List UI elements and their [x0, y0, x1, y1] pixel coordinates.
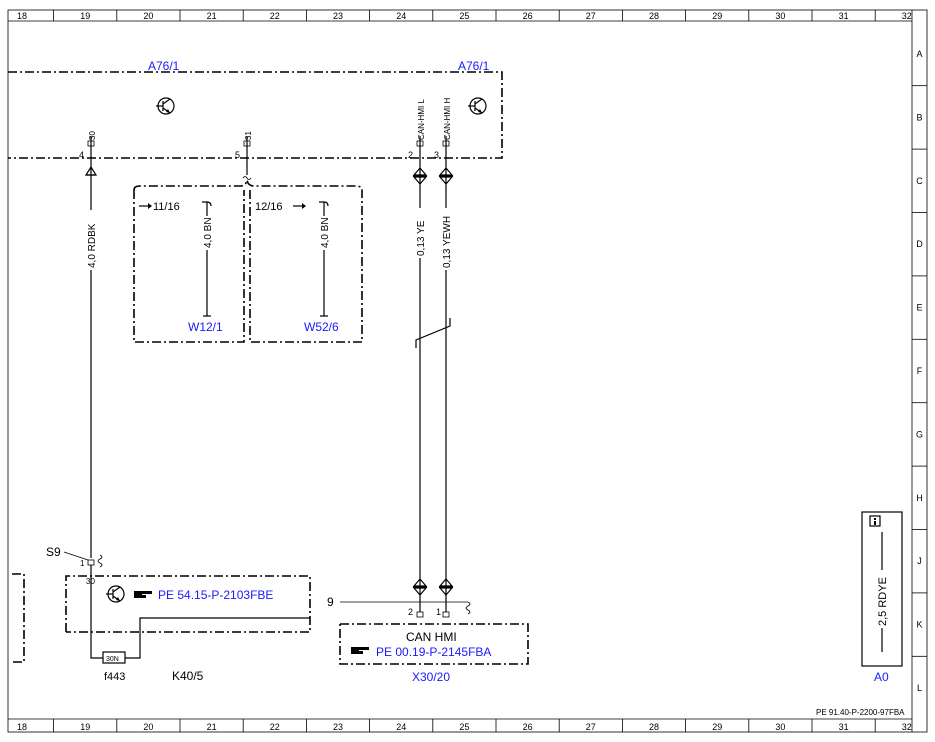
grid-column-label: 25	[459, 722, 469, 732]
pin-5-number: 5	[235, 150, 240, 160]
grid-row-label: F	[917, 366, 923, 376]
w12-1-label[interactable]: W12/1	[188, 320, 223, 334]
transistor-icon	[106, 585, 125, 603]
document-id: PE 91.40-P-2200-97FBA	[816, 708, 905, 717]
grid-row-label: D	[916, 239, 923, 249]
grid-column-label: 31	[839, 722, 849, 732]
grid-column-label: 32	[902, 722, 912, 732]
x30-pin-1: 1	[436, 607, 441, 617]
wire-bn-1-label: 4,0 BN	[203, 217, 214, 248]
x30-20-label[interactable]: X30/20	[412, 670, 450, 684]
pin-1-number: 1	[80, 559, 85, 568]
ref-12-16[interactable]: 12/16	[255, 201, 283, 213]
grid-row-label: E	[916, 303, 922, 313]
grid-column-label: 29	[712, 722, 722, 732]
grid-column-label: 21	[207, 11, 217, 21]
grid-column-label: 24	[396, 722, 406, 732]
s9-label: S9	[46, 545, 61, 559]
sheet-frame	[7, 9, 928, 733]
a0-block: 2,5 RDYE A0	[861, 511, 903, 684]
grid-column-label: 19	[80, 11, 90, 21]
pin-3-number: 3	[434, 150, 439, 160]
a76-1-right-label[interactable]: A76/1	[458, 59, 490, 73]
wire-rdbk: 4,0 RDBK	[84, 146, 98, 558]
grid-row-label: A	[916, 49, 922, 59]
grid-column-label: 25	[459, 11, 469, 21]
grid-column-label: 31	[839, 11, 849, 21]
wire-rdbk-label: 4,0 RDBK	[87, 223, 98, 268]
grid-column-label: 27	[586, 11, 596, 21]
a0-label[interactable]: A0	[874, 670, 889, 684]
ref-pe-54-15[interactable]: PE 54.15-P-2103FBE	[158, 588, 273, 602]
pin-can-hmi-h-label: CAN-HMI H	[443, 98, 452, 140]
x30-pin-2: 2	[408, 607, 413, 617]
grid-row-label: H	[916, 493, 923, 503]
x30-20-block: 9 2 1 CAN HMI PE 00.19-P-2145FBA X30/20	[327, 595, 529, 684]
pointing-hand-icon	[134, 591, 152, 598]
pin-2-number: 2	[408, 150, 413, 160]
grid-column-label: 28	[649, 11, 659, 21]
grid-column-label: 20	[143, 11, 153, 21]
pin-4-number: 4	[79, 150, 84, 160]
k40-5-block: S9 1 30 PE 54.15-P-2103FBE 30N f443 K40/…	[12, 545, 311, 683]
pin-31-label: 31	[244, 131, 253, 140]
grid-column-label: 30	[775, 11, 785, 21]
grid-column-label: 22	[270, 722, 280, 732]
wire-ye-label: 0,13 YE	[416, 220, 427, 256]
ref-pe-00-19[interactable]: PE 00.19-P-2145FBA	[376, 645, 491, 659]
grid-row-label: J	[917, 556, 922, 566]
ref-11-16[interactable]: 11/16	[153, 201, 180, 213]
grid-row-label: K	[916, 620, 922, 630]
wire-yewh-label: 0,13 YEWH	[442, 216, 453, 268]
grid-column-label: 26	[523, 11, 533, 21]
wire-bn-2-label: 4,0 BN	[320, 217, 331, 248]
grid-column-label: 22	[270, 11, 280, 21]
grid-column-label: 21	[207, 722, 217, 732]
k40-5-label[interactable]: K40/5	[172, 669, 204, 683]
grid-column-label: 19	[80, 722, 90, 732]
arrow-right-icon	[139, 203, 152, 209]
transistor-icon	[156, 97, 175, 115]
w52-6-label[interactable]: W52/6	[304, 320, 339, 334]
pointing-hand-icon	[351, 647, 369, 654]
grid-column-label: 23	[333, 722, 343, 732]
pin-can-hmi-l-label: CAN-HMI L	[417, 99, 426, 140]
pin-30-label: 30	[88, 131, 97, 140]
grid-column-label: 23	[333, 11, 343, 21]
grid-column-label: 27	[586, 722, 596, 732]
grid-column-label: 30	[775, 722, 785, 732]
grid-row-label: L	[917, 683, 922, 693]
info-icon	[869, 515, 881, 527]
grid-column-label: 28	[649, 722, 659, 732]
grid-row-label: C	[916, 176, 923, 186]
can-wires: 0,13 YE 0,13 YEWH	[412, 146, 454, 606]
grid-row-label: B	[916, 112, 922, 122]
transistor-icon	[468, 97, 487, 115]
wire-rdye-label: 2,5 RDYE	[877, 577, 889, 626]
grid-column-label: 32	[902, 11, 912, 21]
a76-1-left-label[interactable]: A76/1	[148, 59, 180, 73]
ground-branch-box: 11/16 4,0 BN W12/1 12/16 4,0 BN W52/6	[133, 179, 363, 343]
grid-column-label: 18	[17, 722, 27, 732]
can-hmi-label: CAN HMI	[406, 630, 457, 644]
grid-column-label: 20	[143, 722, 153, 732]
arrow-right-icon	[293, 203, 306, 209]
a76-1-block: A76/1 A76/1 30 31 CAN-HMI L	[8, 59, 503, 160]
nine-label: 9	[327, 595, 334, 609]
f443-label: f443	[104, 671, 125, 683]
grid-column-label: 29	[712, 11, 722, 21]
grid-column-label: 26	[523, 722, 533, 732]
grid-column-label: 24	[396, 11, 406, 21]
fuse-30n-label: 30N	[106, 656, 119, 663]
grid-column-label: 18	[17, 11, 27, 21]
grid-row-label: G	[916, 429, 923, 439]
